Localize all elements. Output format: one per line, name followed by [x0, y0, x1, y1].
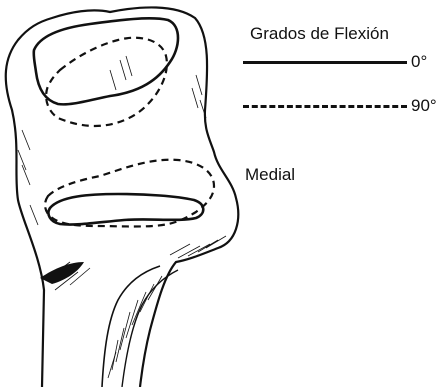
bone-outline — [6, 7, 239, 387]
legend-title: Grados de Flexión — [250, 24, 389, 44]
legend-solid-line — [243, 61, 407, 64]
legend-item-90deg: 90° — [243, 96, 439, 116]
legend-item-0deg: 0° — [243, 52, 439, 72]
upper-facet-0deg — [34, 18, 178, 104]
legend-label-90deg: 90° — [411, 96, 437, 116]
lower-facet-0deg — [48, 194, 203, 225]
legend-label-0deg: 0° — [411, 52, 427, 72]
legend-dashed-line — [243, 105, 407, 108]
shadow-wedge — [40, 262, 84, 284]
medial-label: Medial — [245, 165, 295, 185]
shaft-shading — [46, 236, 226, 378]
